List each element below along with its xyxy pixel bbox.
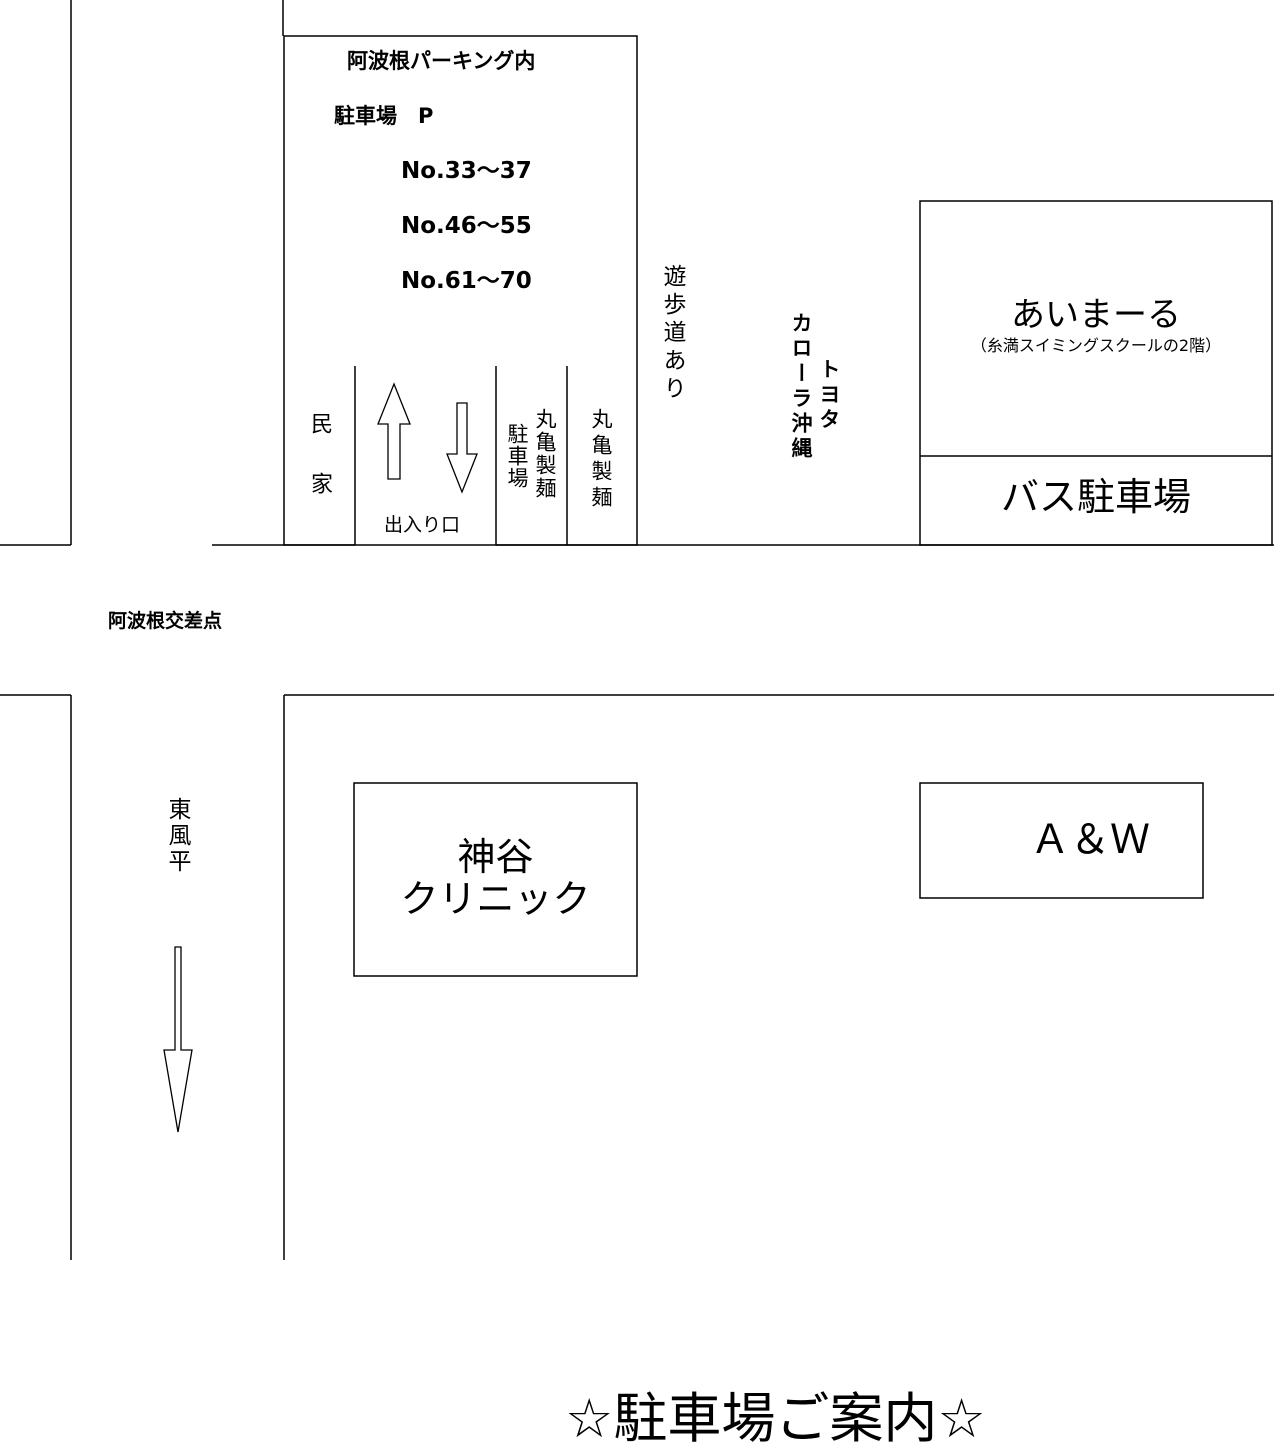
arrow-down-icon — [446, 402, 478, 494]
marukame-parking-name: 丸亀製麺 — [533, 408, 557, 500]
intersection-label: 阿波根交差点 — [108, 610, 223, 632]
kamiya-clinic-building — [353, 782, 638, 977]
page-title: ☆駐車場ご案内☆ — [565, 1387, 986, 1450]
aimaru-sub-label: （糸満スイミングスクールの2階） — [970, 336, 1222, 355]
parking-spots-2: No.46〜55 — [401, 213, 532, 239]
parking-lot-title: 阿波根パーキング内 — [347, 49, 536, 73]
kochinda-label: 東風平 — [164, 797, 190, 875]
entrance-label: 出入り口 — [384, 514, 461, 536]
kamiya-label: 神谷 — [457, 835, 534, 879]
marukame-parking-label: 駐車場 — [505, 423, 529, 489]
aw-building — [919, 782, 1204, 899]
toyota-label: トヨタ — [817, 358, 841, 433]
aw-label: Ａ＆Ｗ — [1030, 817, 1150, 863]
parking-label: 駐車場 P — [334, 104, 434, 128]
marukame-label: 丸亀製麺 — [589, 408, 613, 512]
minka-label: 民家 — [307, 412, 332, 532]
parking-spots-3: No.61〜70 — [401, 268, 532, 294]
arrow-up-icon — [377, 382, 411, 480]
arrow-down-long-icon — [163, 946, 193, 1133]
parking-lot-outline — [283, 35, 638, 546]
bus-parking-label: バス駐車場 — [1000, 475, 1191, 519]
clinic-label: クリニック — [400, 877, 591, 921]
promenade-label: 遊歩道あり — [659, 264, 685, 404]
aimaru-building — [919, 200, 1273, 546]
toyota-corolla-label: カローラ沖縄 — [789, 312, 813, 462]
aimaru-label: あいまーる — [1011, 295, 1181, 335]
parking-spots-1: No.33〜37 — [401, 158, 532, 184]
